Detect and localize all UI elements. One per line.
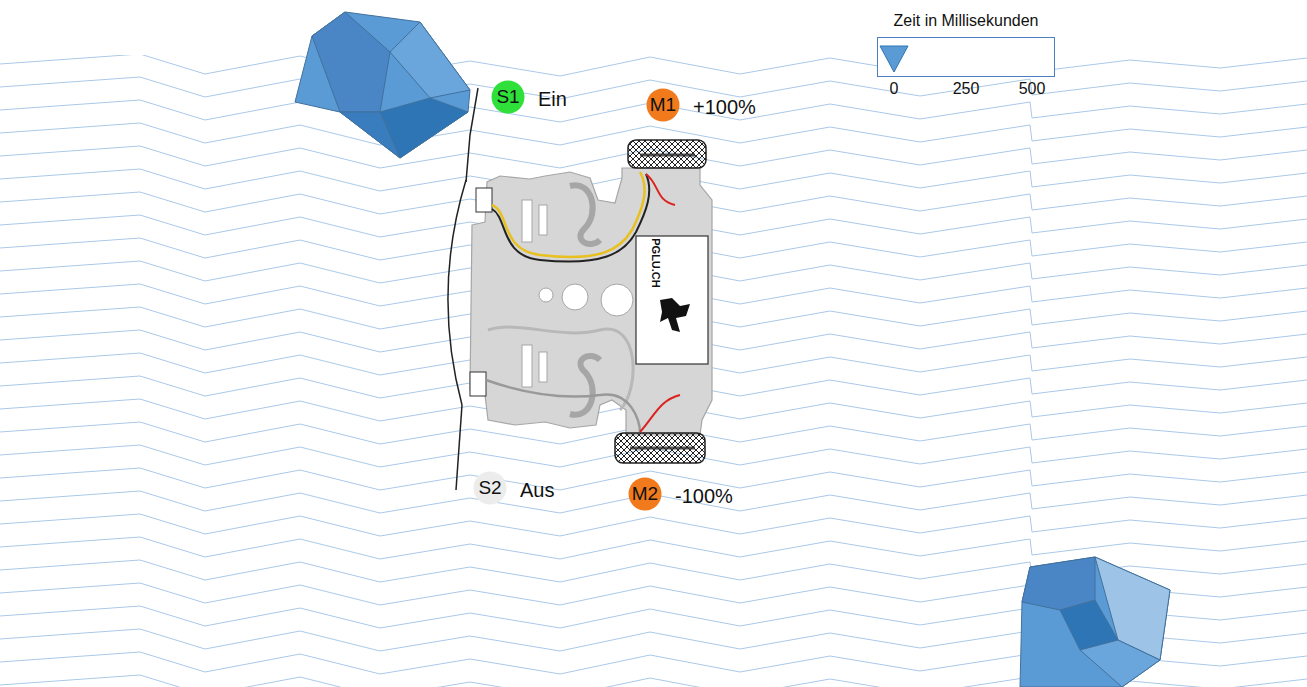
controller-board-part [660, 298, 690, 332]
wires-part [486, 380, 640, 432]
wires-part [492, 174, 649, 262]
indicator-name: M2 [628, 477, 662, 511]
time-slider-art [877, 37, 1055, 77]
robot-chassis-part [488, 327, 633, 410]
robot-chassis-part [522, 345, 532, 387]
wires-part [640, 395, 680, 432]
robot-chassis-part [470, 168, 712, 435]
indicator-name: S1 [491, 80, 525, 114]
indicator-circle [474, 472, 507, 505]
wires-part [492, 172, 645, 257]
bumper-wire-part [448, 180, 466, 405]
indicator-circle [492, 81, 525, 114]
gem-bottom-right-part [1020, 557, 1170, 687]
gem-top-left-part [312, 12, 390, 112]
background-lines [0, 55, 1307, 687]
state-value: Aus [520, 471, 554, 505]
robot-chassis-part [570, 185, 600, 244]
robot-chassis-part [570, 356, 600, 415]
gem-top-left-part [295, 12, 470, 158]
gem-bottom-right-part [1022, 557, 1095, 610]
axis-tick: 500 [1019, 80, 1046, 98]
robot-chassis-part [601, 284, 633, 316]
indicator-circle [629, 478, 662, 511]
sensor-indicator: S2Aus [473, 471, 507, 505]
sensor-indicator: S1Ein [491, 80, 525, 114]
gem-top-left-part [390, 22, 470, 98]
time-slider-art-part [880, 46, 908, 72]
axis-tick: 250 [953, 80, 980, 98]
bumper-wire-part [466, 88, 478, 182]
gem-top-left [295, 12, 470, 158]
slider-title: Zeit in Millisekunden [878, 12, 1054, 30]
state-value: +100% [693, 88, 756, 122]
bumper-wire-part [456, 405, 462, 490]
controller-board [636, 236, 708, 364]
time-slider: Zeit in Millisekunden [877, 37, 1055, 77]
sensor-switches-part [476, 188, 492, 212]
indicator-name: S2 [473, 471, 507, 505]
indicator-circle [647, 89, 680, 122]
indicator-name: M1 [646, 88, 680, 122]
wheels-part [615, 433, 705, 463]
gem-top-left-part [340, 112, 400, 158]
robot-chassis-part [539, 352, 547, 382]
wheels-part [628, 140, 706, 168]
robot-chassis-part [539, 288, 553, 302]
sensor-switches-part [470, 372, 486, 396]
wires-part [646, 174, 675, 205]
state-value: -100% [675, 477, 733, 511]
robot-chassis-part [522, 200, 532, 242]
sensor-switches [470, 188, 492, 396]
robot-chassis-part [539, 205, 547, 235]
gem-bottom-right [1020, 557, 1170, 687]
axis-tick: 0 [890, 80, 899, 98]
gem-bottom-right-part [1080, 640, 1160, 687]
motor-indicator: M1+100% [646, 88, 680, 122]
time-slider-art-part [877, 37, 1055, 77]
robot-chassis-part [562, 284, 588, 310]
board-label: PGLU.CH [650, 238, 662, 288]
state-value: Ein [538, 80, 567, 114]
controller-board-part [636, 236, 708, 364]
motor-indicator: M2-100% [628, 477, 662, 511]
robot-chassis [470, 155, 712, 448]
